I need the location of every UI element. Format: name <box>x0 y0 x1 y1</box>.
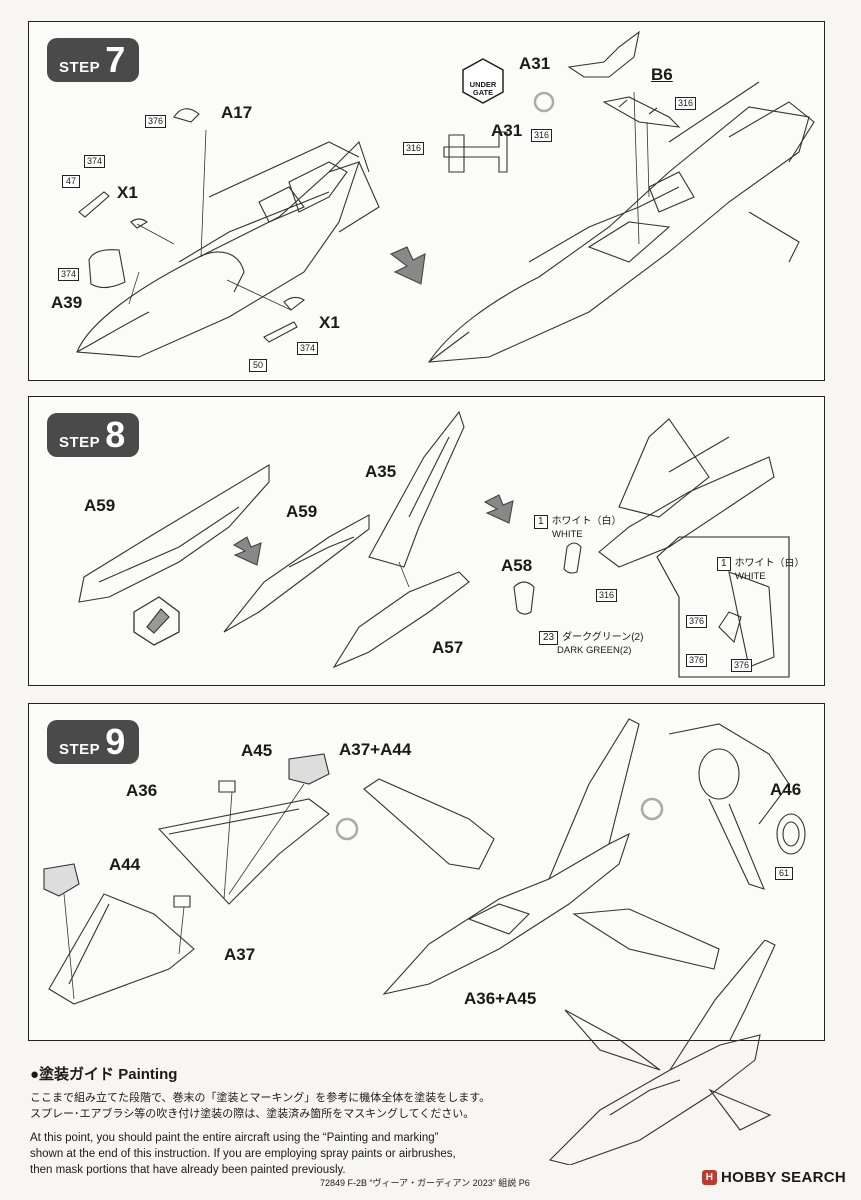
page-footer: 72849 F-2B “ヴィーア・ガーディアン 2023” 組説 P6 <box>320 1178 530 1188</box>
part-label-a35: A35 <box>365 462 397 481</box>
part-label-a31-mid: A31 <box>491 121 523 140</box>
paint-name-jp: ホワイト（白） <box>551 516 622 527</box>
part-label-a57: A57 <box>432 638 464 657</box>
part-label-a59-mid: A59 <box>286 502 318 521</box>
painting-guide-jp: ここまで組み立てた段階で、巻末の「塗装とマーキング」を参考に機体全体を塗装をしま… <box>30 1090 550 1122</box>
paint-name-en: DARK GREEN(2) <box>557 645 632 656</box>
paint-number-box: 61 <box>775 867 793 880</box>
step-number: 9 <box>105 721 126 762</box>
hobby-search-icon: H <box>702 1170 717 1185</box>
painting-jp-line: スプレー･エアブラシ等の吹き付け塗装の際は、塗装済み箇所をマスキングしてください… <box>30 1108 475 1120</box>
paint-number-box: 374 <box>84 155 106 168</box>
paint-number-box: 316 <box>596 589 618 602</box>
paint-number-box: 316 <box>675 97 697 110</box>
part-label-a37: A37 <box>224 945 256 964</box>
part-label-a58: A58 <box>501 556 533 575</box>
paint-number-box: 376 <box>145 115 167 128</box>
step-word: STEP <box>59 59 101 76</box>
painting-en-line: then mask portions that have already bee… <box>30 1164 346 1176</box>
finished-aircraft-illustration <box>548 940 776 1165</box>
part-label-x1-bottom: X1 <box>319 313 340 332</box>
painting-en-line: shown at the end of this instruction. If… <box>30 1148 456 1160</box>
step-word: STEP <box>59 434 101 451</box>
painting-guide-title: ●塗装ガイド Painting <box>30 1066 178 1083</box>
part-label-a44: A44 <box>109 855 141 874</box>
paint-number-box: 50 <box>249 359 267 372</box>
part-label-a31-top: A31 <box>519 54 551 73</box>
under-gate-label: UNDER GATE <box>469 80 497 97</box>
step-8-badge: STEP 8 <box>47 413 140 457</box>
paint-number-box: 376 <box>686 615 708 628</box>
part-label-b6: B6 <box>651 65 673 84</box>
paint-number-box: 316 <box>531 129 553 142</box>
paint-number-box: 374 <box>297 342 319 355</box>
part-label-a36-a45: A36+A45 <box>464 989 537 1008</box>
hobby-search-logo: H HOBBY SEARCH <box>702 1169 846 1186</box>
paint-number-box: 47 <box>62 175 80 188</box>
paint-name-jp: ホワイト（白） <box>734 558 805 569</box>
step-9-panel: STEP 9 A45 A37+A44 A36 A46 A44 A37 A36+A… <box>28 703 825 1041</box>
step-7-drawing <box>76 30 815 363</box>
step-9-drawing <box>43 718 806 1005</box>
paint-name-en: WHITE <box>735 571 766 582</box>
paint-number-box: 376 <box>686 654 708 667</box>
step-word: STEP <box>59 741 101 758</box>
logo-text: HOBBY SEARCH <box>721 1169 847 1186</box>
part-label-a39: A39 <box>51 293 83 312</box>
step-7-panel: STEP 7 <box>28 21 825 381</box>
under-gate-hexagon <box>462 58 504 104</box>
painting-guide: ●塗装ガイド Painting ここまで組み立てた段階で、巻末の「塗装とマーキン… <box>30 1063 550 1178</box>
paint-number-box: 23 <box>539 631 559 645</box>
paint-number-box: 1 <box>717 557 731 571</box>
step-number: 8 <box>105 414 126 455</box>
paint-number-box: 1 <box>534 515 548 529</box>
under-gate-icon: UNDER GATE <box>459 57 507 105</box>
part-label-x1-top: X1 <box>117 183 138 202</box>
paint-name-jp: ダークグリーン(2) <box>562 632 644 643</box>
step-7-badge: STEP 7 <box>47 38 140 82</box>
paint-number-box: 316 <box>403 142 425 155</box>
step-number: 7 <box>105 39 126 80</box>
part-label-a36: A36 <box>126 781 158 800</box>
part-label-a45: A45 <box>241 741 273 760</box>
painting-en-line: At this point, you should paint the enti… <box>30 1132 439 1144</box>
part-label-a37-a44: A37+A44 <box>339 740 412 759</box>
part-label-a46: A46 <box>770 780 802 799</box>
step-8-drawing <box>78 410 790 678</box>
part-label-a59-left: A59 <box>84 496 116 515</box>
paint-number-box: 374 <box>58 268 80 281</box>
part-label-a17: A17 <box>221 103 253 122</box>
step-9-badge: STEP 9 <box>47 720 140 764</box>
painting-jp-line: ここまで組み立てた段階で、巻末の「塗装とマーキング」を参考に機体全体を塗装をしま… <box>30 1092 491 1104</box>
step-8-panel: STEP 8 A59 A59 A35 A58 A57 316 376 376 3… <box>28 396 825 686</box>
painting-guide-en: At this point, you should paint the enti… <box>30 1130 550 1178</box>
paint-number-box: 376 <box>731 659 753 672</box>
paint-name-en: WHITE <box>552 529 583 540</box>
